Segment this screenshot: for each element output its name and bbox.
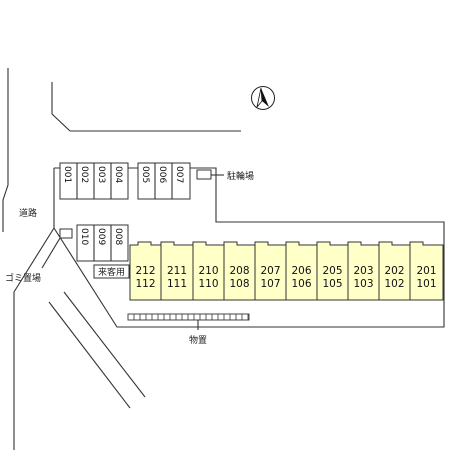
parking-slot-label: 004	[113, 166, 123, 183]
parking-slot-label: 003	[96, 166, 106, 183]
bicycle-parking-label: 駐輪場	[227, 170, 254, 182]
unit-upper-number: 201	[416, 265, 436, 277]
unit-lower-number: 105	[322, 278, 342, 290]
road-edges	[2, 68, 241, 450]
unit-labels: 2121122111112101102081082071072061062051…	[135, 265, 436, 290]
parking-slot-label: 007	[174, 166, 184, 183]
unit-upper-number: 203	[353, 265, 373, 277]
unit-dividers	[160, 245, 411, 300]
parking-row-2: 010 009 008	[76, 224, 129, 262]
parking-slot-label: 009	[96, 228, 106, 245]
guest-parking: 来客用	[93, 264, 130, 279]
storage-sheds: 物置	[127, 313, 250, 346]
unit-lower-number: 111	[167, 278, 187, 290]
unit-lower-number: 112	[135, 278, 155, 290]
parking-slot-label: 008	[113, 228, 123, 245]
guest-parking-label: 来客用	[98, 266, 125, 278]
parking-row-1-group-2: 005 006 007	[137, 162, 191, 200]
parking-slot-label: 002	[79, 166, 89, 183]
unit-upper-number: 202	[384, 265, 404, 277]
parking-row-1-group-1: 001 002 003 004	[59, 162, 129, 200]
unit-lower-number: 107	[260, 278, 280, 290]
unit-lower-number: 108	[229, 278, 249, 290]
site-boundary	[53, 167, 445, 328]
boundary-north-corner	[51, 113, 71, 132]
parking-slot-label: 010	[79, 228, 89, 245]
road-diagonal-a	[63, 291, 146, 398]
unit-upper-number: 205	[322, 265, 342, 277]
parking-slot-label: 001	[62, 166, 72, 183]
apartment-building: 2121122111112101102081082071072061062051…	[129, 241, 444, 301]
unit-lower-number: 110	[198, 278, 218, 290]
road-diagonal-b	[48, 301, 131, 409]
road-label: 道路	[19, 207, 37, 219]
parking-slot-label: 005	[140, 166, 150, 183]
trash-area-label: ゴミ置場	[5, 272, 41, 284]
unit-upper-number: 210	[198, 265, 218, 277]
unit-lower-number: 103	[353, 278, 373, 290]
unit-upper-number: 208	[229, 265, 249, 277]
unit-lower-number: 106	[291, 278, 311, 290]
north-arrow-icon	[251, 86, 275, 110]
unit-upper-number: 212	[135, 265, 155, 277]
unit-upper-number: 206	[291, 265, 311, 277]
road-edge-left	[2, 68, 9, 232]
trash-area: ゴミ置場	[5, 228, 73, 284]
storage-label: 物置	[189, 334, 207, 346]
road-edge-right	[13, 168, 55, 450]
bicycle-parking: 駐輪場	[196, 169, 254, 182]
parking-slot-label: 006	[157, 166, 167, 183]
unit-upper-number: 207	[260, 265, 280, 277]
unit-upper-number: 211	[167, 265, 187, 277]
unit-lower-number: 102	[384, 278, 404, 290]
unit-lower-number: 101	[416, 278, 436, 290]
